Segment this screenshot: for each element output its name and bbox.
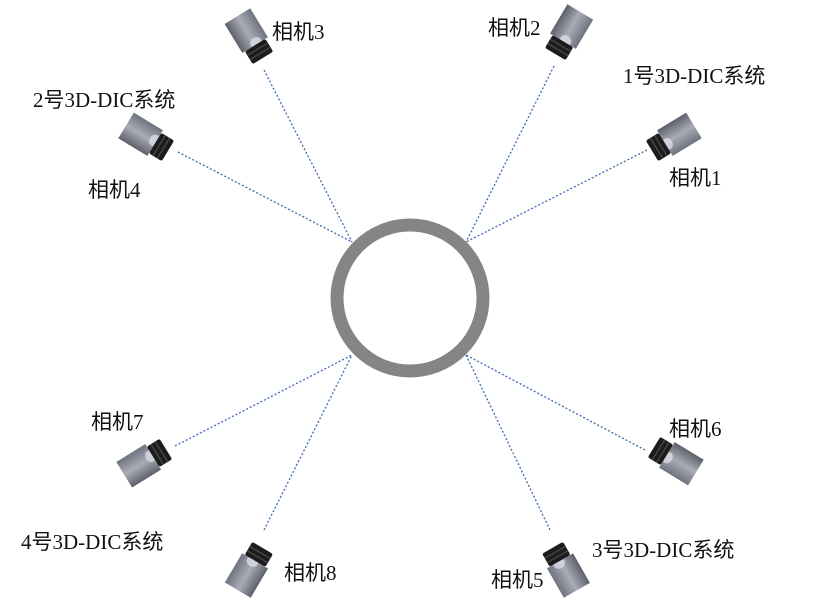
camera-2-label: 相机2 (488, 16, 541, 40)
cameras (116, 4, 704, 598)
camera-4-label: 相机4 (88, 178, 141, 202)
sight-line-1 (465, 149, 648, 243)
camera-6-icon (648, 437, 704, 486)
sight-line-2 (465, 65, 555, 243)
camera-5-icon (542, 542, 590, 598)
sight-line-6 (465, 354, 646, 451)
camera-1-label: 相机1 (669, 166, 722, 190)
sight-line-3 (263, 69, 353, 243)
camera-7-label: 相机7 (91, 410, 144, 434)
sight-lines (174, 65, 648, 531)
camera-7-icon (116, 439, 172, 488)
camera-3-label: 相机3 (272, 20, 325, 44)
camera-6-label: 相机6 (669, 417, 722, 441)
sight-line-4 (177, 151, 353, 243)
camera-1-icon (646, 112, 702, 161)
sight-line-7 (174, 354, 353, 447)
sight-line-5 (465, 354, 551, 531)
camera-5-label: 相机5 (491, 568, 544, 592)
camera-8-label: 相机8 (284, 561, 337, 585)
sight-line-8 (263, 354, 353, 531)
system-2-label: 2号3D-DIC系统 (33, 88, 176, 112)
camera-4-icon (118, 112, 174, 161)
camera-3-icon (224, 8, 273, 64)
camera-8-icon (224, 542, 273, 598)
system-1-label: 1号3D-DIC系统 (623, 64, 766, 88)
specimen-ring (330, 218, 490, 378)
system-4-label: 4号3D-DIC系统 (21, 530, 164, 554)
camera-2-icon (545, 4, 594, 60)
system-3-label: 3号3D-DIC系统 (592, 538, 735, 562)
